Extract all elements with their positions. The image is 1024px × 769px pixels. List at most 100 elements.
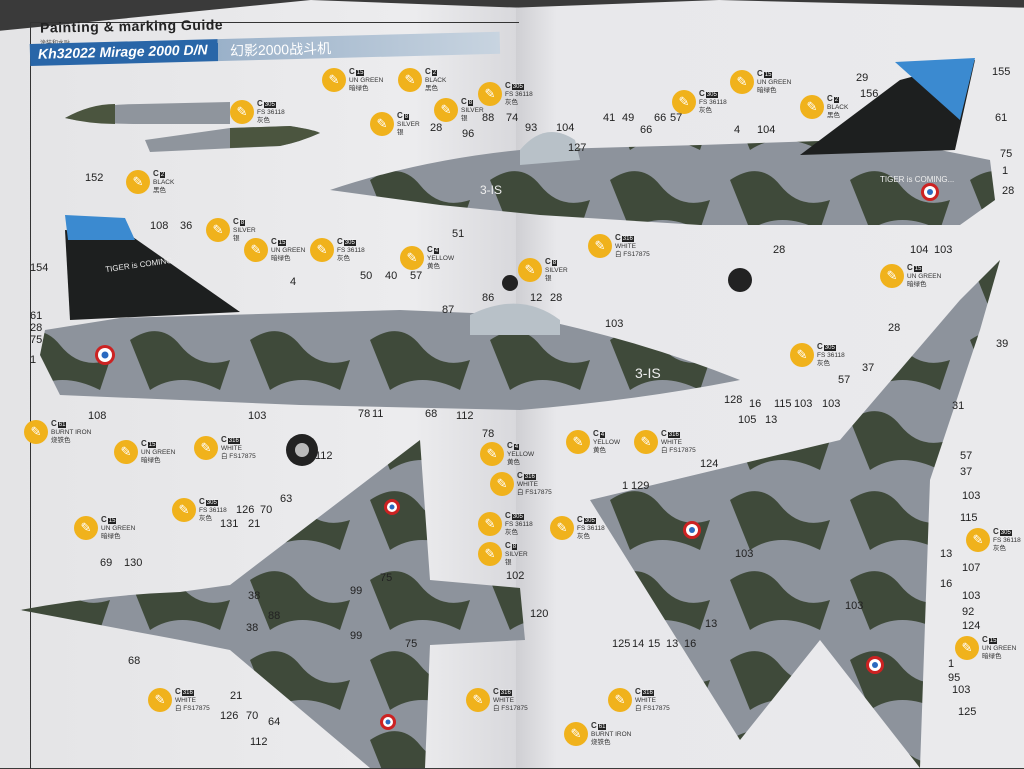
paintbrush-icon: ✎ bbox=[244, 238, 268, 262]
part-number-callout: 28 bbox=[30, 322, 43, 334]
part-number-callout: 1 bbox=[948, 658, 955, 670]
part-number-callout: 78 bbox=[358, 408, 371, 420]
part-number-callout: 103 bbox=[934, 244, 953, 256]
part-number-callout: 115 bbox=[960, 512, 978, 524]
paint-code-prefix: C bbox=[153, 169, 159, 178]
part-number-callout: 4 bbox=[290, 276, 297, 288]
paint-code-prefix: C bbox=[699, 89, 705, 98]
part-number-callout: 57 bbox=[410, 270, 423, 282]
paint-name-cn: 黄色 bbox=[593, 447, 606, 454]
part-number-callout: 68 bbox=[128, 655, 141, 667]
part-number-callout: 16 bbox=[940, 578, 953, 590]
paint-name: YELLOW bbox=[427, 255, 455, 262]
paint-name: BURNT IRON bbox=[51, 429, 92, 436]
paint-code-prefix: C bbox=[507, 441, 513, 450]
part-number-callout: 92 bbox=[962, 606, 975, 618]
part-number-callout: 154 bbox=[30, 262, 49, 274]
paint-name-cn: 暗绿色 bbox=[271, 255, 291, 262]
paint-code-prefix: C bbox=[993, 527, 999, 536]
paint-code-prefix: C bbox=[577, 515, 583, 524]
paint-name-cn: 灰色 bbox=[505, 99, 518, 106]
paint-name-cn: 灰色 bbox=[577, 533, 590, 540]
paint-name: UN GREEN bbox=[271, 247, 306, 254]
part-number-callout: 103 bbox=[248, 410, 267, 422]
part-number-callout: 96 bbox=[462, 128, 475, 140]
part-number-callout: 104 bbox=[910, 244, 929, 256]
paint-code: 8 bbox=[467, 100, 474, 106]
paint-code: 316 bbox=[523, 474, 536, 480]
part-number-callout: 156 bbox=[860, 88, 879, 100]
paint-code-prefix: C bbox=[635, 687, 641, 696]
paint-code-prefix: C bbox=[337, 237, 343, 246]
part-number-callout: 104 bbox=[556, 122, 575, 134]
paintbrush-icon: ✎ bbox=[466, 688, 490, 712]
paint-code: 2 bbox=[159, 172, 166, 178]
paint-name-cn: 白 FS17875 bbox=[661, 447, 696, 454]
paintbrush-icon: ✎ bbox=[310, 238, 334, 262]
paint-code-prefix: C bbox=[545, 257, 551, 266]
part-number-callout: 126 bbox=[220, 710, 239, 722]
part-number-callout: 28 bbox=[430, 122, 443, 134]
part-number-callout: 28 bbox=[773, 244, 786, 256]
paint-name-cn: 灰色 bbox=[199, 515, 212, 522]
paint-name: BLACK bbox=[425, 77, 447, 84]
paintbrush-icon: ✎ bbox=[322, 68, 346, 92]
paint-name-cn: 白 FS17875 bbox=[615, 251, 650, 258]
tail-fin-lower bbox=[65, 230, 240, 320]
part-number-callout: 57 bbox=[670, 112, 683, 124]
part-number-callout: 38 bbox=[246, 622, 259, 634]
paint-code: 15 bbox=[107, 518, 117, 524]
part-number-callout: 64 bbox=[268, 716, 281, 728]
paint-code-prefix: C bbox=[982, 635, 988, 644]
part-number-callout: 99 bbox=[350, 630, 363, 642]
paint-code-prefix: C bbox=[505, 511, 511, 520]
part-number-callout: 1 bbox=[30, 354, 37, 366]
part-number-callout: 68 bbox=[425, 408, 438, 420]
paint-code-prefix: C bbox=[271, 237, 277, 246]
paint-code: 316 bbox=[641, 690, 654, 696]
part-number-callout: 28 bbox=[1002, 185, 1015, 197]
paint-name-cn: 暗绿色 bbox=[757, 87, 777, 94]
serial-upper: 3-IS bbox=[480, 183, 503, 197]
part-number-callout: 57 bbox=[960, 450, 973, 462]
paint-name: UN GREEN bbox=[349, 77, 384, 84]
paint-name-cn: 黑色 bbox=[827, 112, 840, 119]
paintbrush-icon: ✎ bbox=[490, 472, 514, 496]
paint-name: YELLOW bbox=[507, 451, 535, 458]
part-number-callout: 4 bbox=[734, 124, 741, 136]
paintbrush-icon: ✎ bbox=[148, 688, 172, 712]
paintbrush-icon: ✎ bbox=[230, 100, 254, 124]
paint-name-cn: 白 FS17875 bbox=[517, 489, 552, 496]
paint-code: 61 bbox=[597, 724, 607, 730]
paint-name: FS 36118 bbox=[505, 521, 533, 528]
part-number-callout: 21 bbox=[248, 518, 261, 530]
paint-code: 8 bbox=[551, 260, 558, 266]
paintbrush-icon: ✎ bbox=[398, 68, 422, 92]
canopy-upper bbox=[520, 132, 580, 165]
part-number-callout: 16 bbox=[684, 638, 697, 650]
paint-name: SILVER bbox=[505, 551, 528, 558]
paintbrush-icon: ✎ bbox=[194, 436, 218, 460]
